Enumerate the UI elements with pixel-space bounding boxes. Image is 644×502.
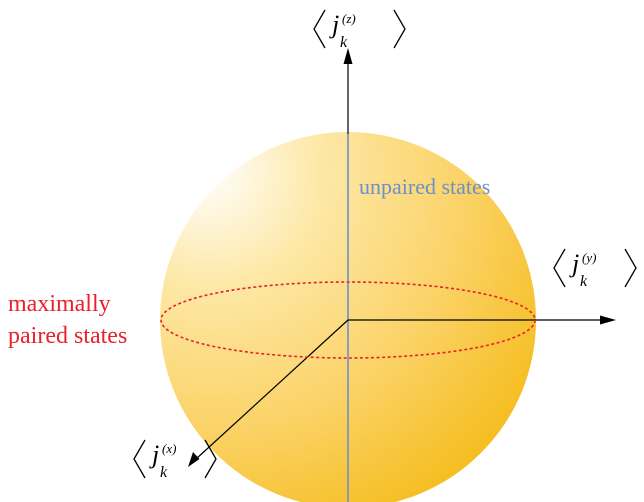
z-label-symbol: j [329,10,339,39]
x-label-symbol: j [149,440,159,469]
angle-bracket-left [133,439,146,479]
y-label-symbol: j [569,249,579,278]
unpaired-states-label: unpaired states [359,174,490,199]
angle-bracket-right [624,248,637,288]
angle-bracket-right [393,9,406,49]
angle-bracket-right [204,439,217,479]
angle-bracket-left [313,9,326,49]
maximally-label-line1: maximally [8,291,111,317]
y-axis-label: j k (y) [553,248,637,290]
x-axis-arrowhead [188,452,200,467]
x-label-subscript: k [160,464,168,481]
x-label-superscript: (x) [162,441,176,456]
x-axis [195,319,349,460]
z-label-superscript: (z) [342,11,356,26]
y-label-subscript: k [580,273,588,290]
angle-bracket-left [553,248,566,288]
y-axis-arrowhead [600,315,616,325]
maximally-label-line2: paired states [8,323,127,349]
y-label-superscript: (y) [582,250,596,265]
x-axis-label: j k (x) [133,439,217,481]
equator-ellipse [160,281,536,359]
z-axis-label: j k (z) [313,9,406,51]
z-axis-arrowhead [343,48,353,64]
z-label-subscript: k [340,34,348,51]
